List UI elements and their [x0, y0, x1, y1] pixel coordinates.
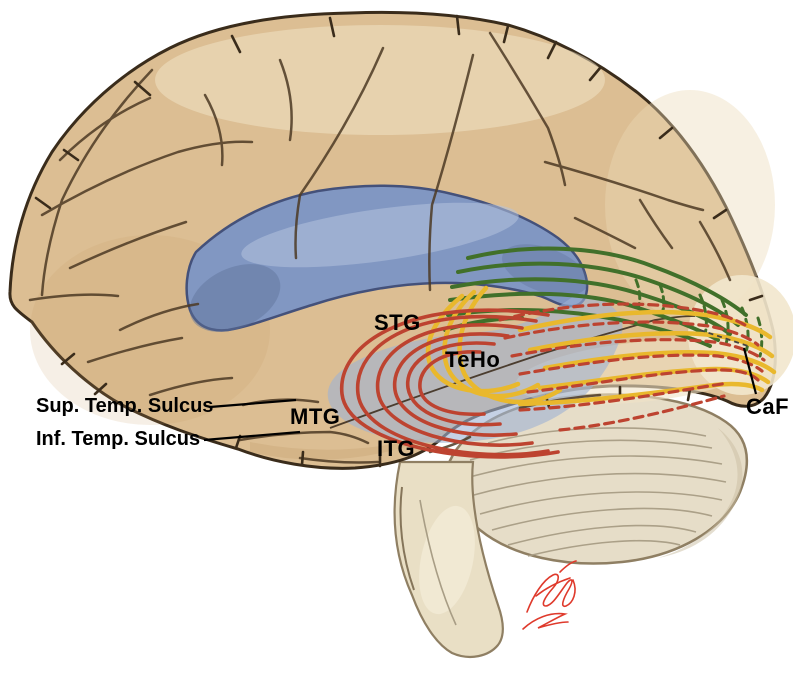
cerebellum-striations — [465, 427, 727, 557]
sup-temp-sulcus-pointer — [209, 398, 297, 409]
brainstem-detail — [399, 486, 475, 626]
label-stg: STG — [374, 310, 421, 335]
ventricle-shading — [189, 202, 588, 332]
artist-signature — [522, 560, 577, 630]
red-fiber-loops — [340, 308, 560, 459]
label-mtg: MTG — [290, 404, 341, 429]
pointer-lines — [203, 347, 758, 442]
red-fiber-dashed — [498, 302, 766, 432]
label-teho: TeHo — [445, 347, 501, 372]
cortex-shading — [30, 25, 793, 460]
label-itg: ITG — [377, 436, 416, 461]
sulci-lines — [28, 31, 732, 464]
label-caf: CaF — [746, 394, 790, 419]
caf-pointer — [742, 347, 758, 395]
inf-temp-sulcus-pointer — [203, 430, 301, 442]
label-inferior-temporal-sulcus: Inf. Temp. Sulcus — [36, 428, 201, 450]
label-superior-temporal-sulcus: Sup. Temp. Sulcus — [36, 395, 214, 417]
